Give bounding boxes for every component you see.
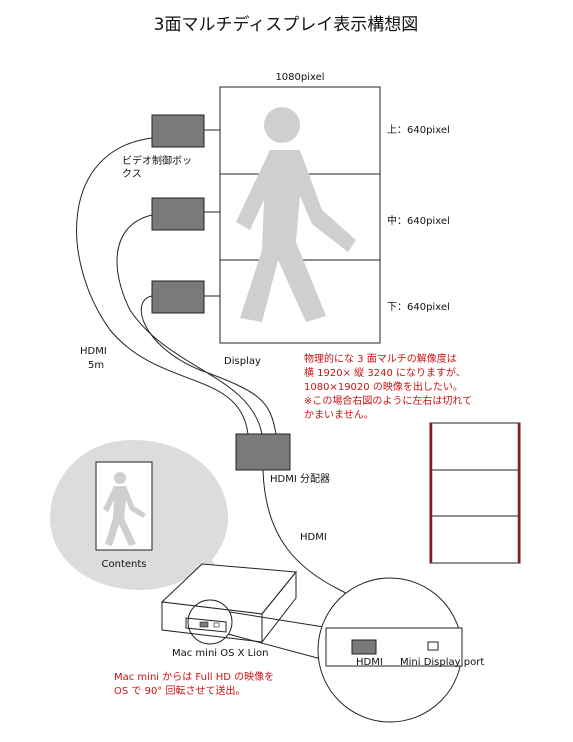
zoom-line-upper (229, 611, 331, 629)
hdmi-port-icon (351, 639, 377, 655)
display-row-label-middle: 中：640pixel (387, 214, 450, 227)
note-line-4: ※この場合右図のように左右は切れて (304, 394, 472, 407)
zoom-source-circle (187, 599, 233, 645)
hdmi-splitter-box (235, 433, 291, 471)
diagram-title: 3面マルチディスプレイ表示構想図 (154, 14, 419, 35)
video-box-label-line1: ビデオ制御ボッ (122, 154, 192, 167)
video-box-label-line2: クス (122, 168, 142, 180)
mini-display-port-label: Mini Display port (400, 657, 484, 668)
mac-label: Mac mini OS X Lion (172, 648, 268, 659)
cable-label-line2: 5m (88, 360, 104, 371)
splitter-output-label: HDMI (300, 532, 327, 543)
note-line-5: かまいません。 (304, 409, 374, 421)
display-panel (219, 86, 381, 344)
mini-display-port-icon (427, 641, 439, 651)
cropped-display-illustration (429, 422, 521, 564)
note-line-1: 物理的にな 3 面マルチの解像度は (304, 352, 457, 365)
splitter-label: HDMI 分配器 (270, 473, 330, 485)
resolution-note: 物理的にな 3 面マルチの解像度は 横 1920× 縦 3240 になりますが、… (304, 352, 472, 421)
video-control-box-top (151, 114, 205, 148)
contents-bubble: Contents (50, 440, 232, 594)
contents-walking-person-icon (103, 472, 146, 546)
video-control-box-middle (151, 197, 205, 231)
cable-top (76, 137, 249, 435)
mac-rear-panel (325, 627, 463, 667)
cable-middle (116, 214, 263, 435)
contents-label: Contents (102, 559, 147, 570)
video-control-box-bottom (151, 280, 205, 314)
mac-mini-display-port-small (213, 622, 220, 628)
zoom-line-lower (227, 633, 326, 661)
mac-note-line-2: OS で 90° 回転させて送出。 (114, 684, 245, 697)
note-line-3: 1080×19020 の映像を出したい。 (304, 380, 463, 393)
mac-mini-device (160, 563, 297, 645)
display-caption: Display (224, 356, 261, 367)
cable-bottom (140, 295, 277, 435)
display-row-label-top: 上：640pixel (387, 124, 450, 136)
display-row-label-bottom: 下：640pixel (387, 302, 450, 313)
port-zoom-view (317, 577, 463, 723)
cable-group (76, 129, 365, 641)
display-width-label: 1080pixel (275, 72, 324, 83)
hdmi-port-label: HDMI (356, 657, 383, 668)
cable-label-line1: HDMI (80, 346, 107, 357)
mac-note-line-1: Mac mini からは Full HD の映像を (114, 671, 274, 683)
walking-person-icon (236, 107, 356, 322)
mac-hdmi-port-small (199, 621, 209, 628)
note-line-2: 横 1920× 縦 3240 になりますが、 (304, 366, 466, 379)
